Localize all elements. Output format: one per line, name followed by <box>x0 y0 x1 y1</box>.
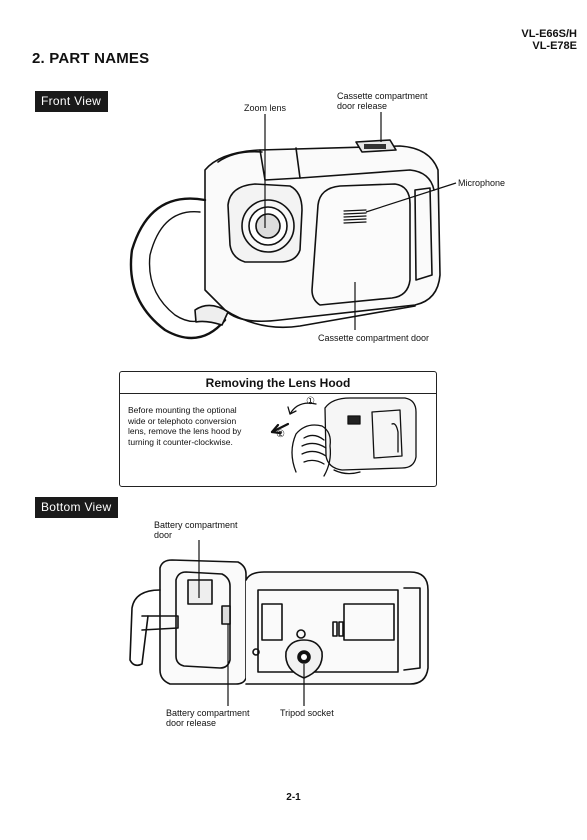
lens-hood-title: Removing the Lens Hood <box>205 376 351 390</box>
cassette-door-label: Cassette compartment door <box>318 333 430 343</box>
battery-door-label-line-2: door <box>154 530 173 540</box>
bottom-view-tag: Bottom View <box>35 497 119 518</box>
battery-release-label-line-2: door release <box>166 718 217 728</box>
model-number-1: VL-E66S/H <box>521 28 577 40</box>
front-view-tag: Front View <box>35 91 109 112</box>
zoom-lens-label: Zoom lens <box>244 103 287 113</box>
lens-hood-text-line: wide or telephoto conversion <box>128 415 237 426</box>
step-1-marker: ① <box>306 396 315 407</box>
tripod-socket-label: Tripod socket <box>280 708 334 718</box>
battery-release-label-line-1: Battery compartment <box>166 708 250 718</box>
microphone-label: Microphone <box>458 178 506 188</box>
lens-hood-text-line: lens, remove the lens hood by <box>128 426 242 436</box>
lens-hood-box: Removing the Lens Hood Before mounting t… <box>119 371 437 487</box>
lens-hood-illustration <box>270 397 417 477</box>
lens-hood-text-line: Before mounting the optional <box>128 405 237 415</box>
battery-door-label-line-1: Battery compartment <box>154 520 238 530</box>
model-number-2: VL-E78E <box>532 40 577 52</box>
cassette-release-label-line-1: Cassette compartment <box>337 91 428 101</box>
lens-hood-instructions: Before mounting the optional wide or tel… <box>128 405 288 447</box>
lens-hood-text-line: turning it counter-clockwise. <box>128 436 233 447</box>
page-number: 2-1 <box>286 792 301 803</box>
section-title: 2. PART NAMES <box>32 50 150 67</box>
step-2-marker: ② <box>276 429 285 440</box>
cassette-release-label-line-2: door release <box>337 101 388 111</box>
lens-hood-divider <box>120 393 436 394</box>
